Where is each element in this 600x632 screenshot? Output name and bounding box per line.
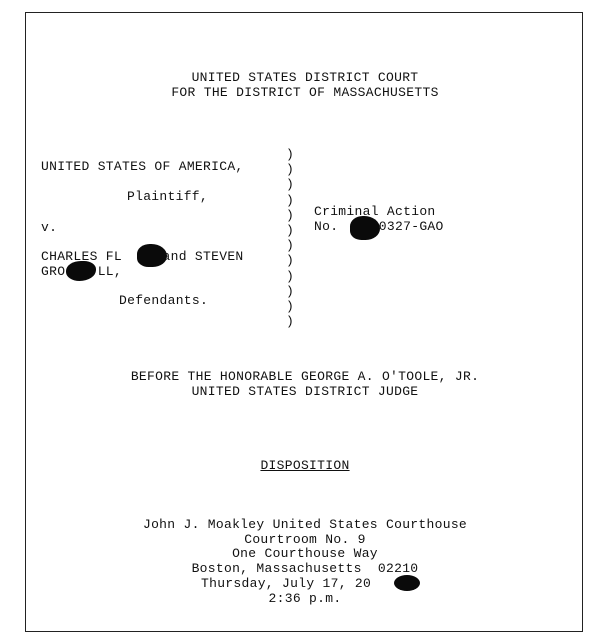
location-line1: John J. Moakley United States Courthouse (142, 517, 468, 532)
paren: ) (286, 268, 295, 284)
location-line3: One Courthouse Way (232, 546, 378, 561)
paren: ) (286, 207, 295, 223)
paren: ) (286, 177, 295, 193)
proceeding-title-text: DISPOSITION (260, 458, 350, 473)
caption-paren-column: ) ) ) ) ) ) ) ) ) ) ) ) (286, 147, 300, 329)
court-name-line2: FOR THE DISTRICT OF MASSACHUSETTS (171, 85, 439, 100)
paren: ) (286, 298, 295, 314)
criminal-action-label: Criminal Action (314, 204, 436, 219)
defendants-role: Defendants. (119, 293, 209, 308)
location-line4: Boston, Massachusetts 02210 (191, 561, 419, 576)
paren: ) (286, 147, 295, 162)
paren: ) (286, 238, 295, 254)
location-line2: Courtroom No. 9 (244, 532, 366, 547)
defendants-line1: CHARLES FL and STEVEN (41, 249, 244, 264)
plaintiff-party: UNITED STATES OF AMERICA, (41, 159, 244, 174)
proceeding-title: DISPOSITION (26, 458, 584, 473)
paren: ) (286, 283, 295, 299)
defendants-line2: GRO LL, (41, 264, 123, 279)
location-line5: Thursday, July 17, 20 (201, 576, 372, 591)
redaction-mark (66, 261, 96, 281)
redaction-mark (137, 244, 167, 267)
court-name-line1: UNITED STATES DISTRICT COURT (191, 70, 419, 85)
paren: ) (286, 222, 295, 238)
judge-line2: UNITED STATES DISTRICT JUDGE (191, 384, 419, 399)
document-page: UNITED STATES DISTRICT COURT FOR THE DIS… (25, 12, 583, 632)
paren: ) (286, 162, 295, 178)
redaction-mark (394, 575, 420, 591)
location-line6: 2:36 p.m. (268, 591, 342, 606)
judge-line1: BEFORE THE HONORABLE GEORGE A. O'TOOLE, … (130, 369, 480, 384)
redaction-mark (350, 216, 380, 240)
plaintiff-role: Plaintiff, (127, 189, 209, 204)
versus-label: v. (41, 220, 58, 235)
paren: ) (286, 192, 295, 208)
criminal-action-number: No. 10327-GAO (314, 219, 444, 234)
paren: ) (286, 253, 295, 269)
paren: ) (286, 314, 295, 330)
